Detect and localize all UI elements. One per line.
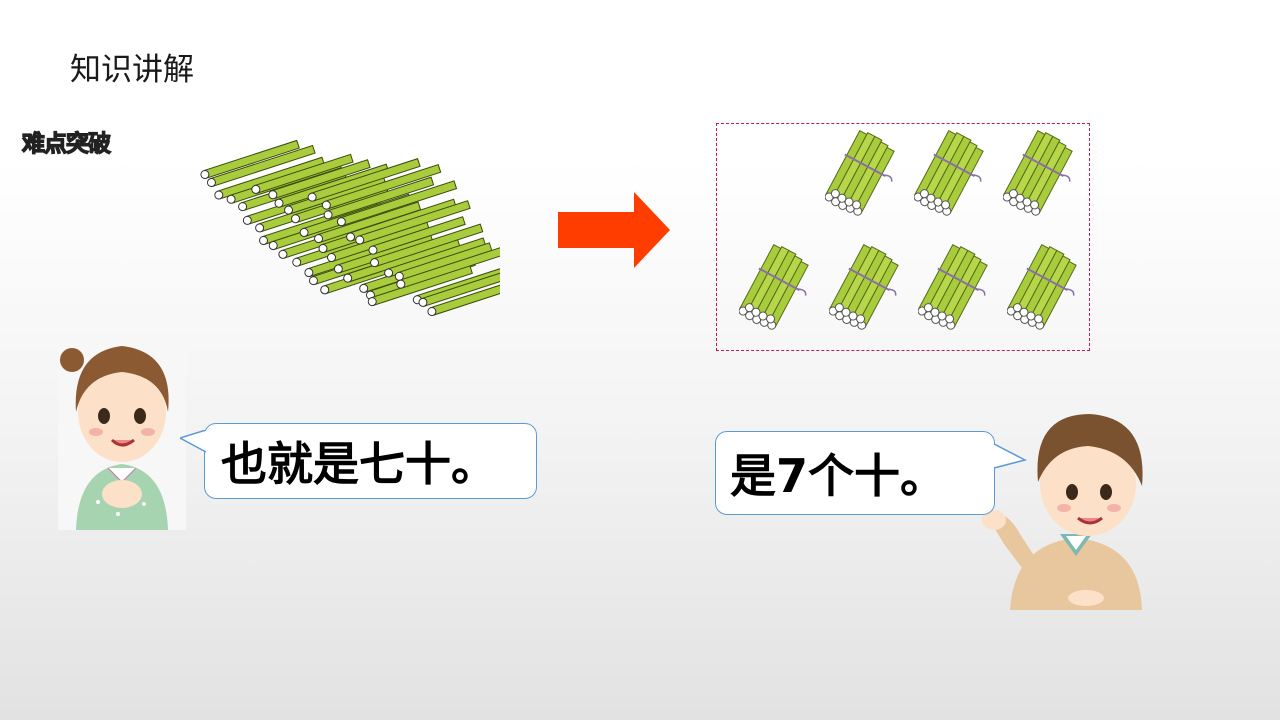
stick bbox=[427, 274, 500, 317]
stick-bundle-icon bbox=[1003, 130, 1073, 220]
boy-illustration bbox=[982, 414, 1143, 610]
bundles-box bbox=[716, 123, 1090, 351]
girl-speech-text: 也就是七十。 bbox=[221, 437, 497, 491]
stick bbox=[396, 246, 500, 289]
stick-bundle-icon bbox=[825, 130, 895, 220]
bubble-tail bbox=[180, 430, 207, 453]
boy-speech-bubble: 是7个十。 bbox=[715, 431, 995, 515]
stick bbox=[355, 200, 471, 245]
stick-bundle-icon bbox=[1007, 244, 1077, 334]
stick-bundle-icon bbox=[918, 244, 988, 334]
stick bbox=[336, 180, 458, 227]
stick bbox=[323, 176, 435, 220]
boy-speech-text: 是7个十。 bbox=[730, 449, 947, 503]
stick bbox=[200, 139, 300, 179]
page-title: 知识讲解 bbox=[70, 52, 194, 88]
stick bbox=[251, 153, 354, 194]
section-badge: 难点突破 bbox=[21, 130, 111, 157]
bubble-tail bbox=[993, 444, 1027, 469]
stick bbox=[268, 159, 371, 200]
stick-bundle-icon bbox=[829, 244, 899, 334]
stick-bundle-icon bbox=[914, 130, 984, 220]
right-arrow-icon bbox=[558, 192, 670, 268]
girl-speech-bubble: 也就是七十。 bbox=[204, 423, 537, 499]
stick bbox=[370, 223, 484, 268]
stick-bundle-icon bbox=[739, 244, 809, 334]
stick bbox=[368, 216, 466, 255]
stick bbox=[206, 144, 316, 188]
stick bbox=[418, 266, 500, 307]
stick bbox=[321, 163, 442, 210]
stick bbox=[307, 158, 421, 202]
loose-sticks-pile bbox=[200, 139, 500, 317]
girl-illustration bbox=[58, 334, 186, 530]
